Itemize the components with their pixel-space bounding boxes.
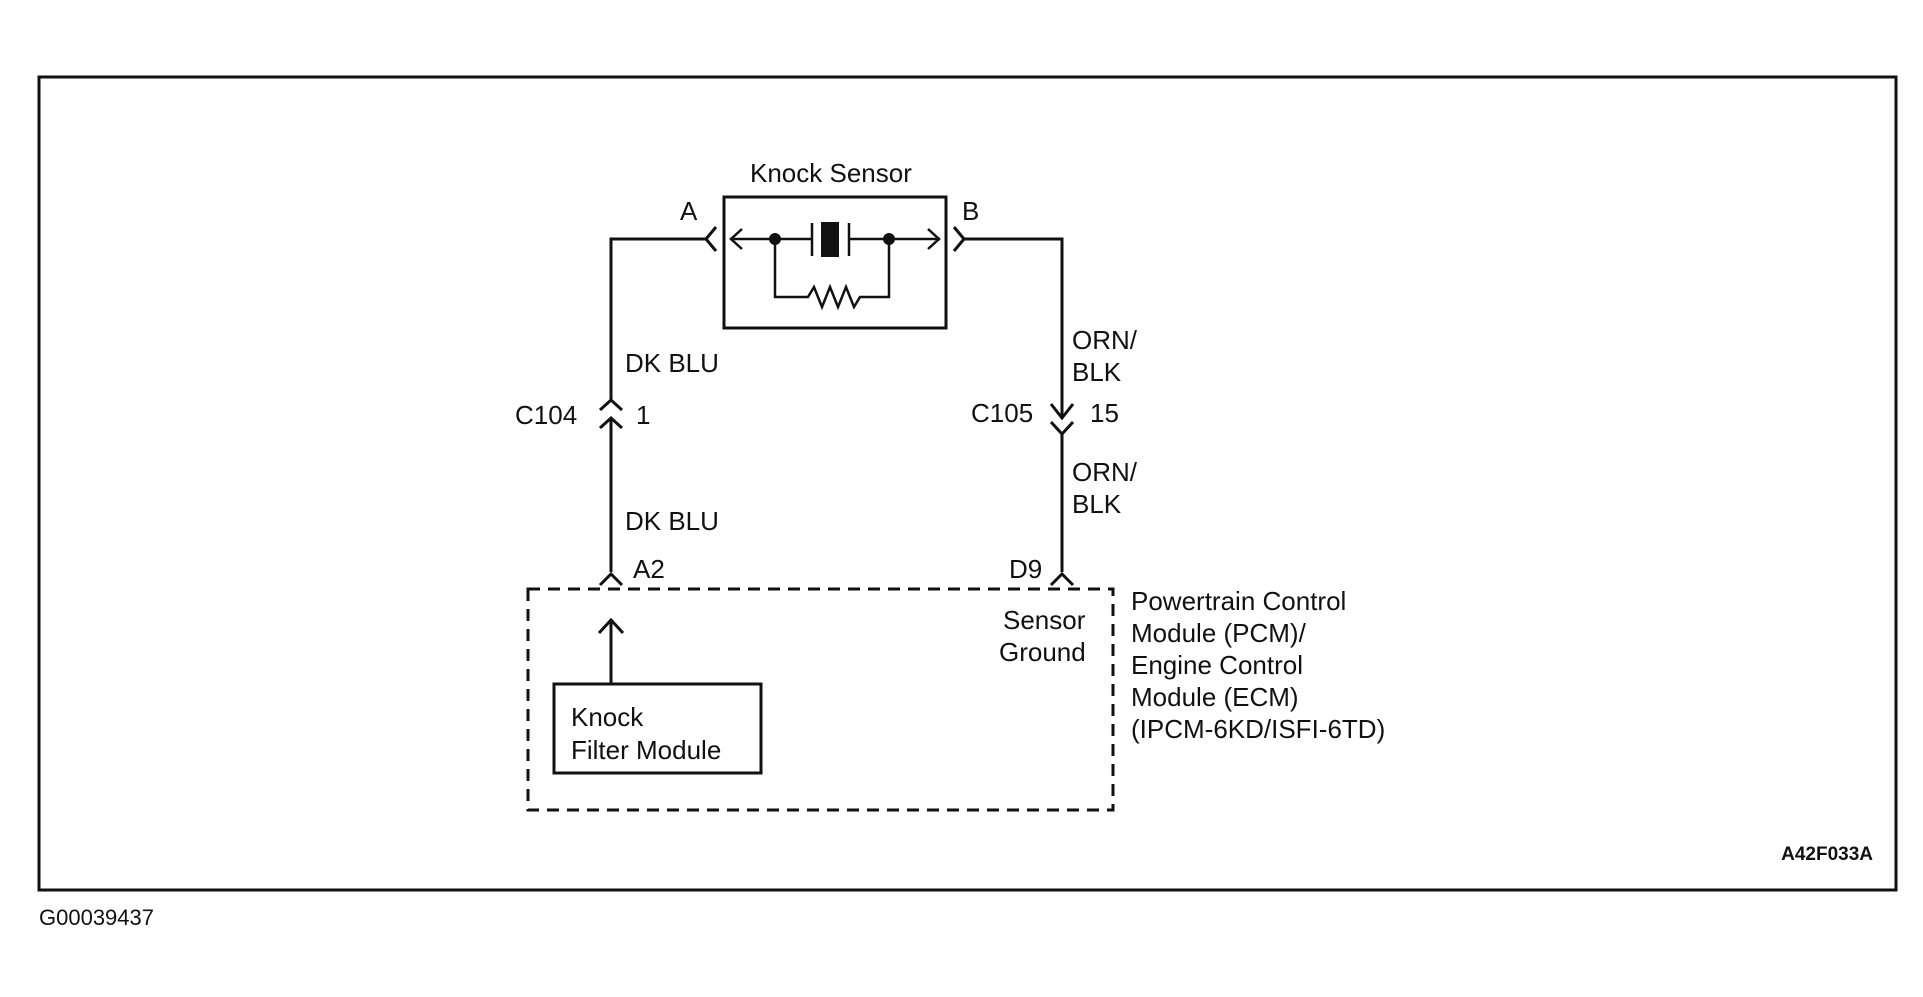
- sensor-ground-label: Sensor: [1003, 605, 1086, 635]
- knock-filter-module-box: [552, 682, 763, 775]
- terminal-b-connector-icon: [952, 226, 966, 252]
- connector-c105-pin-label: 15: [1090, 398, 1119, 428]
- image-code: G00039437: [39, 905, 154, 930]
- filter-output-arrowhead-icon: [597, 617, 625, 635]
- module-name-line: Engine Control: [1131, 650, 1303, 680]
- connector-c104-label: C104: [515, 400, 577, 430]
- pin-d9-connector-icon: [1049, 571, 1075, 587]
- connector-c105-bottom-icon: [1049, 420, 1075, 437]
- wire-dk-blu-upper: [609, 237, 706, 400]
- pin-d9-label: D9: [1009, 554, 1042, 584]
- sensor-ground-label: Ground: [999, 637, 1086, 667]
- terminal-a-connector-icon: [704, 226, 718, 252]
- terminal-b-label: B: [962, 196, 979, 226]
- figure-code: A42F033A: [1781, 844, 1873, 865]
- knock-sensor-box: [722, 195, 948, 330]
- piezo-element-symbol: [729, 222, 941, 257]
- wire-color-label: BLK: [1072, 357, 1122, 387]
- connector-c104-top-icon: [598, 397, 624, 412]
- wire-color-label: BLK: [1072, 489, 1122, 519]
- module-name-line: Powertrain Control: [1131, 586, 1346, 616]
- pin-a2-label: A2: [633, 554, 665, 584]
- module-name-line: (IPCM-6KD/ISFI-6TD): [1131, 714, 1385, 744]
- pin-a2-connector-icon: [598, 571, 624, 587]
- module-name-line: Module (ECM): [1131, 682, 1299, 712]
- knock-filter-module-label: Knock: [571, 702, 644, 732]
- terminal-a-label: A: [680, 196, 698, 226]
- pcm-ecm-module-box: [526, 587, 1115, 812]
- knock-filter-module-label: Filter Module: [571, 735, 721, 765]
- knock-sensor-title: Knock Sensor: [750, 158, 912, 188]
- module-name-line: Module (PCM)/: [1131, 618, 1307, 648]
- connector-c105-top-icon: [1049, 403, 1075, 421]
- connector-c105-label: C105: [971, 398, 1033, 428]
- wire-orn-blk-upper: [964, 237, 1064, 418]
- connector-c104-pin-label: 1: [636, 400, 650, 430]
- wire-color-label: DK BLU: [625, 348, 719, 378]
- resistor-symbol: [773, 239, 891, 311]
- wire-color-label: ORN/: [1072, 325, 1138, 355]
- wire-color-label: ORN/: [1072, 457, 1138, 487]
- diagram-frame: [37, 75, 1898, 892]
- wire-color-label: DK BLU: [625, 506, 719, 536]
